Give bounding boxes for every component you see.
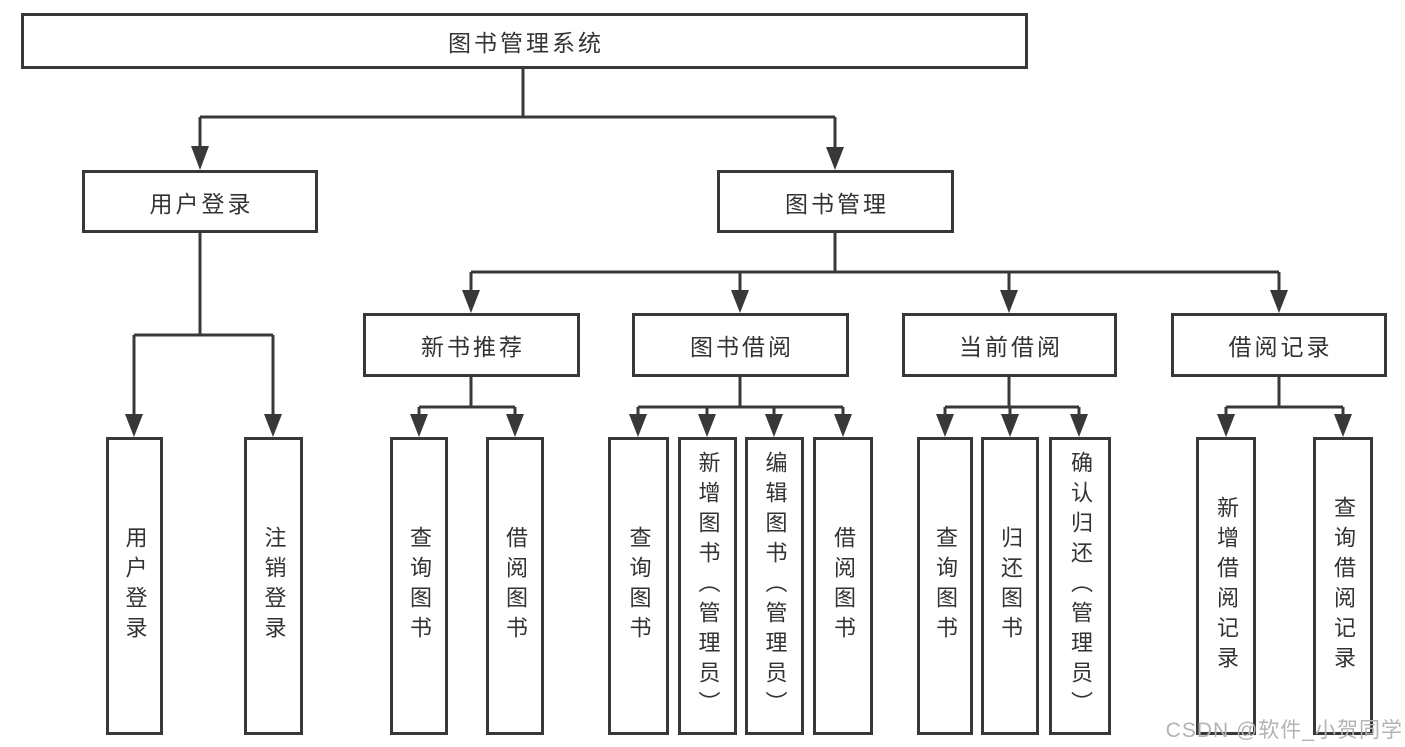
- arrowhead-icon: [1270, 290, 1288, 313]
- leaf-edit-book-admin: 编辑图书（管理员）: [745, 437, 804, 735]
- csdn-watermark: CSDN @软件_小贺同学: [1165, 719, 1403, 742]
- leaf-confirm-return-admin: 确认归还（管理员）: [1049, 437, 1111, 735]
- arrowhead-icon: [1070, 414, 1088, 437]
- leaf-query-borrow-record: 查询借阅记录: [1313, 437, 1373, 735]
- arrowhead-icon: [1217, 414, 1235, 437]
- node-label: 查询图书: [626, 526, 652, 646]
- node-label: 借阅记录: [1228, 334, 1333, 360]
- leaf-borrow-book-recommend: 借阅图书: [486, 437, 544, 735]
- leaf-logout: 注销登录: [244, 437, 303, 735]
- node-label: 查询图书: [407, 526, 432, 646]
- node-user-login: 用户登录: [82, 170, 318, 233]
- node-label: 编辑图书（管理员）: [762, 451, 788, 721]
- node-label: 用户登录: [149, 190, 254, 217]
- node-label: 图书管理系统: [448, 30, 604, 56]
- arrowhead-icon: [125, 414, 143, 437]
- arrowhead-icon: [826, 147, 844, 170]
- arrowhead-icon: [506, 414, 524, 437]
- arrowhead-icon: [629, 414, 647, 437]
- node-label: 新书推荐: [421, 334, 525, 360]
- leaf-borrow-book: 借阅图书: [813, 437, 873, 735]
- arrowhead-icon: [191, 146, 209, 170]
- arrowhead-icon: [936, 414, 954, 437]
- leaf-user-login: 用户登录: [106, 437, 163, 735]
- node-label: 查询图书: [933, 526, 958, 646]
- node-label: 图书管理: [785, 190, 889, 217]
- arrowhead-icon: [1000, 290, 1018, 313]
- arrowhead-icon: [834, 414, 852, 437]
- node-new-book-recommend: 新书推荐: [363, 313, 580, 377]
- node-label: 新增图书（管理员）: [695, 451, 721, 721]
- node-label: 确认归还（管理员）: [1068, 451, 1093, 721]
- arrowhead-icon: [264, 414, 282, 437]
- arrowhead-icon: [1001, 414, 1019, 437]
- node-label: 归还图书: [998, 526, 1023, 646]
- connector-book-borrow-to-leaves: [629, 377, 852, 437]
- connector-root-to-level1: [191, 69, 844, 170]
- node-label: 用户登录: [122, 526, 148, 646]
- arrowhead-icon: [698, 414, 716, 437]
- leaf-query-book-recommend: 查询图书: [390, 437, 448, 735]
- node-label: 当前借阅: [959, 334, 1063, 360]
- arrowhead-icon: [462, 290, 480, 313]
- connector-borrow-records-to-leaves: [1217, 377, 1352, 437]
- connector-book-management-to-level2: [462, 233, 1288, 313]
- node-label: 注销登录: [261, 526, 287, 646]
- node-book-borrow: 图书借阅: [632, 313, 849, 377]
- node-book-management: 图书管理: [717, 170, 954, 233]
- leaf-return-book: 归还图书: [981, 437, 1039, 735]
- node-label: 图书借阅: [690, 334, 794, 360]
- node-label: 借阅图书: [831, 526, 856, 646]
- arrowhead-icon: [765, 414, 783, 437]
- node-label: 借阅图书: [503, 526, 528, 646]
- arrowhead-icon: [1334, 414, 1352, 437]
- node-current-borrow: 当前借阅: [902, 313, 1117, 377]
- connector-current-borrow-to-leaves: [936, 377, 1088, 437]
- leaf-add-borrow-record: 新增借阅记录: [1196, 437, 1256, 735]
- arrowhead-icon: [410, 414, 428, 437]
- arrowhead-icon: [731, 290, 749, 313]
- node-borrow-records: 借阅记录: [1171, 313, 1387, 377]
- connector-user-login-to-leaves: [125, 233, 282, 437]
- leaf-add-book-admin: 新增图书（管理员）: [678, 437, 737, 735]
- node-root: 图书管理系统: [21, 13, 1028, 69]
- connector-new-book-recommend-to-leaves: [410, 377, 524, 437]
- leaf-query-book-borrow: 查询图书: [608, 437, 669, 735]
- node-label: 查询借阅记录: [1331, 496, 1356, 676]
- node-label: 新增借阅记录: [1214, 496, 1239, 676]
- leaf-query-book-current: 查询图书: [917, 437, 973, 735]
